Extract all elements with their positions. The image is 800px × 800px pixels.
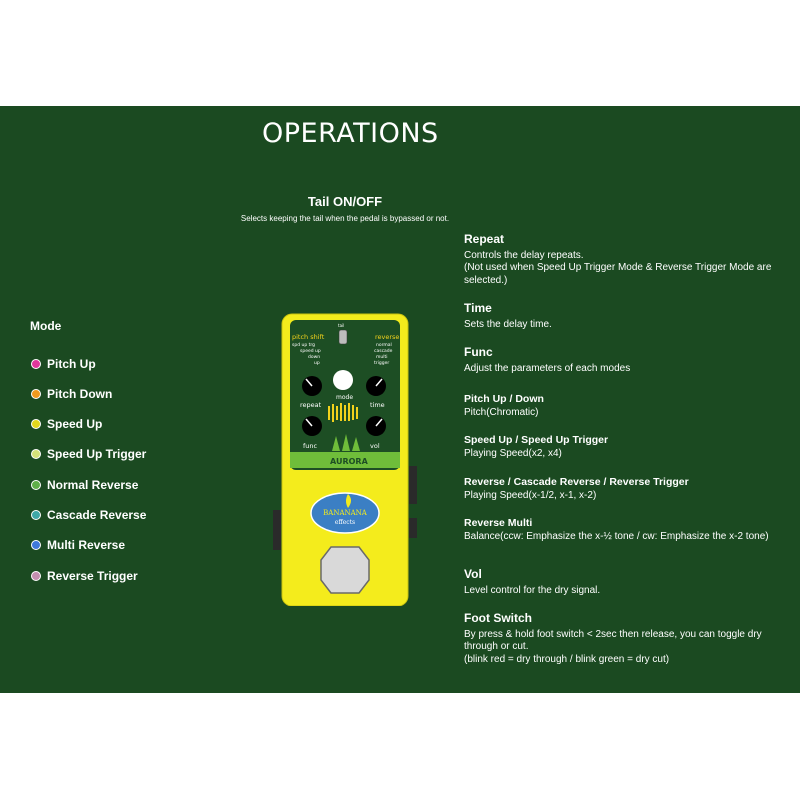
desc-speed-up: Speed Up / Speed Up Trigger Playing Spee… <box>464 434 784 460</box>
mode-item-cascade-reverse: Cascade Reverse <box>31 508 146 522</box>
page-title: OPERATIONS <box>262 118 439 149</box>
desc-foot-switch: Foot Switch By press & hold foot switch … <box>464 612 784 666</box>
model-name: AURORA <box>330 457 369 466</box>
repeat-knob-label: repeat <box>300 401 322 409</box>
desc-heading: Speed Up / Speed Up Trigger <box>464 434 609 446</box>
mode-selector-knob[interactable] <box>333 370 353 390</box>
desc-heading: Vol <box>464 567 482 581</box>
mode-dot <box>31 389 41 399</box>
tail-description: Selects keeping the tail when the pedal … <box>240 214 450 223</box>
input-jack <box>273 510 281 550</box>
aurora-graphic <box>328 403 360 451</box>
mode-spd-up-trg-label: spd up trg <box>292 342 315 348</box>
desc-func: Func Adjust the parameters of each modes <box>464 346 784 375</box>
desc-body: By press & hold foot switch < 2sec then … <box>464 628 762 665</box>
desc-reverse-multi: Reverse Multi Balance(ccw: Emphasize the… <box>464 517 784 543</box>
mode-label: Cascade Reverse <box>47 508 147 522</box>
pedal-illustration: pitch shift reverse spd up trg speed up … <box>273 313 417 606</box>
desc-heading: Foot Switch <box>464 611 532 625</box>
reverse-label: reverse <box>375 333 399 341</box>
desc-heading: Reverse Multi <box>464 517 533 529</box>
desc-heading: Repeat <box>464 232 505 246</box>
mode-speed-up-label: speed up <box>300 348 321 354</box>
mode-normal-label: normal <box>376 342 392 348</box>
mode-dot <box>31 540 41 550</box>
mode-label: Speed Up Trigger <box>47 447 147 461</box>
mode-dot <box>31 449 41 459</box>
desc-heading: Time <box>464 301 492 315</box>
banana-icon <box>346 494 351 508</box>
foot-switch[interactable] <box>320 546 370 594</box>
mode-item-speed-up: Speed Up <box>31 417 102 431</box>
time-knob-label: time <box>370 401 385 409</box>
desc-body: Level control for the dry signal. <box>464 584 601 596</box>
mode-dot <box>31 419 41 429</box>
mode-item-normal-reverse: Normal Reverse <box>31 478 138 492</box>
operations-panel: OPERATIONS Tail ON/OFF Selects keeping t… <box>0 106 800 693</box>
tail-label: tail <box>338 323 344 328</box>
tail-heading: Tail ON/OFF <box>307 194 383 209</box>
mode-label: Reverse Trigger <box>47 569 138 583</box>
desc-repeat: Repeat Controls the delay repeats. (Not … <box>464 233 784 287</box>
desc-reverse: Reverse / Cascade Reverse / Reverse Trig… <box>464 476 784 502</box>
mode-multi-label: multi <box>376 354 388 360</box>
mode-item-speed-up-trigger: Speed Up Trigger <box>31 447 146 461</box>
mode-label: Speed Up <box>47 417 103 431</box>
mode-dot <box>31 571 41 581</box>
mode-dot <box>31 510 41 520</box>
mode-trigger-label: trigger <box>374 360 389 366</box>
mode-knob-label: mode <box>336 394 353 401</box>
desc-pitch-up-down: Pitch Up / Down Pitch(Chromatic) <box>464 393 784 419</box>
mode-cascade-label: cascade <box>374 348 393 354</box>
mode-item-pitch-down: Pitch Down <box>31 387 112 401</box>
mode-item-multi-reverse: Multi Reverse <box>31 538 125 552</box>
desc-body: Playing Speed(x-1/2, x-1, x-2) <box>464 489 597 501</box>
desc-time: Time Sets the delay time. <box>464 302 784 331</box>
tail-toggle-switch[interactable] <box>338 329 348 345</box>
vol-knob-label: vol <box>370 442 380 450</box>
desc-body: Sets the delay time. <box>464 318 552 330</box>
model-band <box>290 452 400 468</box>
desc-heading: Reverse / Cascade Reverse / Reverse Trig… <box>464 476 689 488</box>
pitch-shift-label: pitch shift <box>292 333 325 341</box>
mode-label: Pitch Up <box>47 357 96 371</box>
brand-logo <box>310 492 380 534</box>
mode-heading: Mode <box>30 319 62 333</box>
func-knob-label: func <box>303 442 318 450</box>
mode-label: Multi Reverse <box>47 538 126 552</box>
mode-item-reverse-trigger: Reverse Trigger <box>31 569 138 583</box>
desc-vol: Vol Level control for the dry signal. <box>464 568 784 597</box>
desc-body: Pitch(Chromatic) <box>464 406 539 418</box>
output-jack <box>409 466 417 504</box>
mode-item-pitch-up: Pitch Up <box>31 357 96 371</box>
mode-up-label: up <box>314 361 320 366</box>
desc-body: Adjust the parameters of each modes <box>464 362 631 374</box>
desc-heading: Func <box>464 345 493 359</box>
dc-jack <box>409 518 417 538</box>
mode-label: Pitch Down <box>47 387 113 401</box>
desc-heading: Pitch Up / Down <box>464 393 544 405</box>
mode-dot <box>31 359 41 369</box>
desc-body: Controls the delay repeats. (Not used wh… <box>464 249 772 286</box>
logo-text-top: BANANANA <box>323 509 368 517</box>
desc-body: Playing Speed(x2, x4) <box>464 447 562 459</box>
mode-dot <box>31 480 41 490</box>
mode-label: Normal Reverse <box>47 478 139 492</box>
logo-text-bottom: effects <box>335 519 355 526</box>
desc-body: Balance(ccw: Emphasize the x-½ tone / cw… <box>464 530 769 542</box>
mode-down-label: down <box>308 354 320 360</box>
